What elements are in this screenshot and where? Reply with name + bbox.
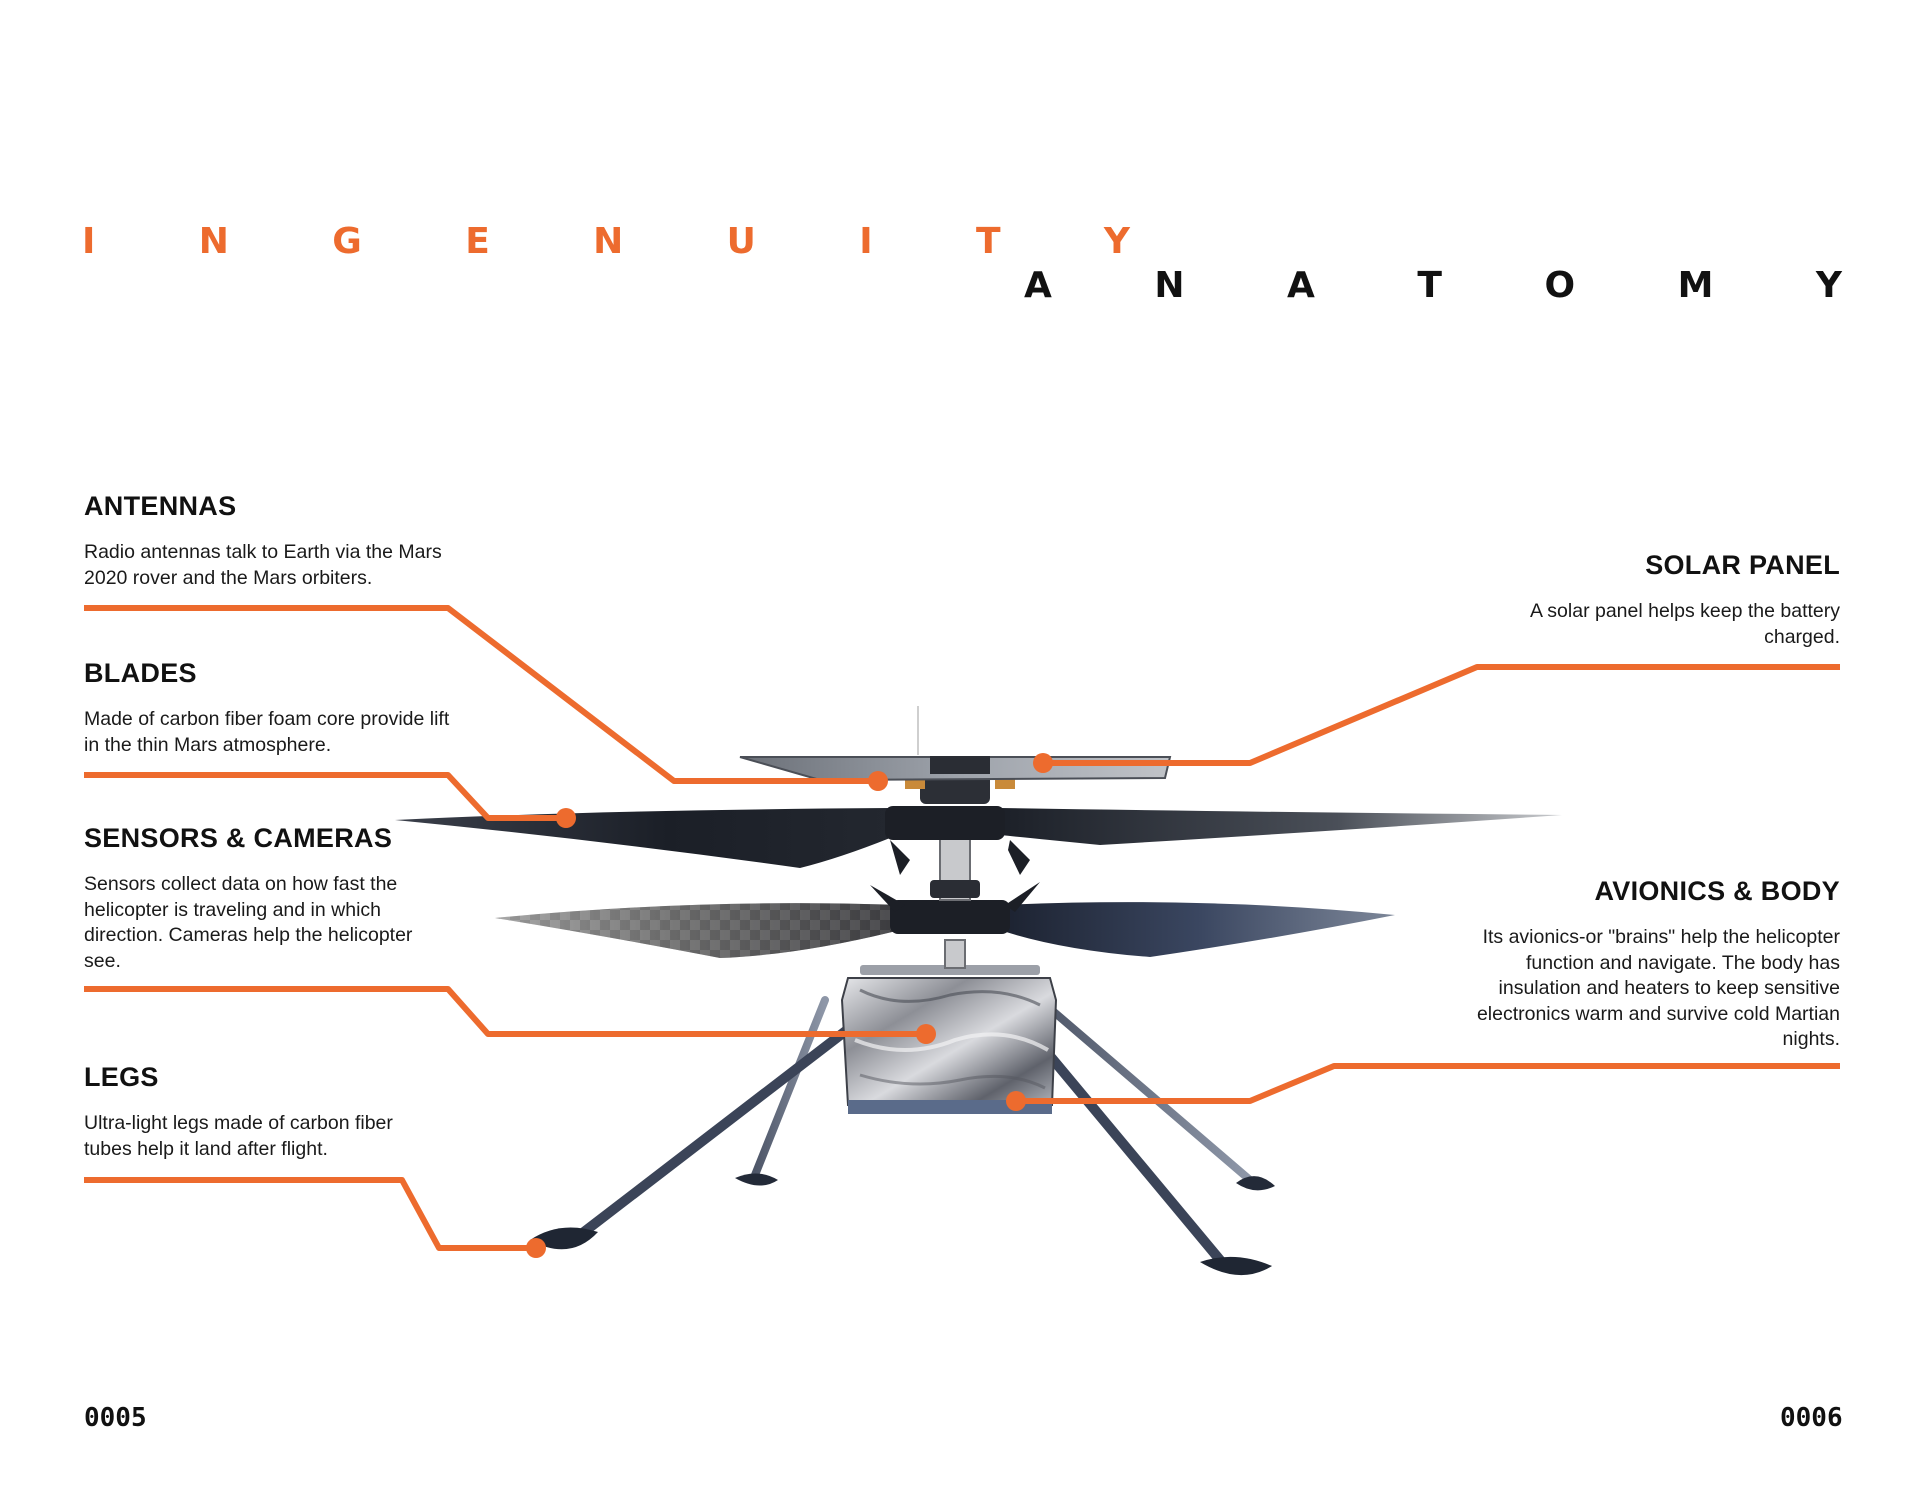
leg-back-right (1036, 996, 1254, 1184)
title-letter: N (198, 221, 229, 262)
legs (530, 996, 1275, 1276)
solar-panel (739, 706, 1172, 782)
leader-avionics (1016, 1063, 1840, 1104)
title-letter: N (1154, 265, 1185, 306)
callout-body: Its avionics-or "brains" help the helico… (1476, 926, 1840, 1050)
title-letter: Y (1103, 221, 1130, 262)
title-letter: T (976, 221, 1001, 262)
blade-upper-left (395, 808, 890, 868)
callout-heading: BLADES (84, 658, 197, 688)
title-letter: G (332, 221, 362, 262)
avionics-body (840, 965, 1058, 1114)
dot-legs (526, 1238, 546, 1258)
callout-avionics-body: AVIONICS & BODY Its avionics-or "brains"… (1460, 876, 1840, 1053)
callout-solar-panel: SOLAR PANEL A solar panel helps keep the… (1480, 550, 1840, 650)
title-letter: O (1544, 265, 1576, 306)
title-letter: A (1024, 265, 1052, 306)
title-letter: A (1287, 265, 1315, 306)
callout-heading: AVIONICS & BODY (1594, 876, 1840, 906)
leader-solar (1043, 664, 1840, 766)
leader-blades (84, 772, 566, 821)
dot-sensors (916, 1024, 936, 1044)
title-letter: T (1417, 265, 1442, 306)
blade-lower-right (1000, 902, 1395, 957)
foot-back-right (1236, 1176, 1275, 1191)
callout-blades: BLADES Made of carbon fiber foam core pr… (84, 658, 464, 758)
title-letter: Y (1815, 265, 1842, 306)
callout-body: Sensors collect data on how fast the hel… (84, 873, 413, 972)
page-number-left: 0005 (84, 1403, 147, 1433)
callout-heading: ANTENNAS (84, 491, 237, 521)
dot-avionics (1006, 1091, 1026, 1111)
leg-front-left (575, 1015, 865, 1240)
foot-back-left (735, 1173, 778, 1186)
foot-front-left (530, 1227, 598, 1250)
upper-hub (885, 806, 1005, 840)
callout-body: Made of carbon fiber foam core provide l… (84, 708, 450, 756)
dot-solar (1033, 753, 1053, 773)
callout-leaders (84, 605, 1840, 1251)
title-letter: M (1677, 265, 1714, 306)
title-letter: I (859, 221, 873, 262)
dot-antennas (868, 771, 888, 791)
callout-heading: SENSORS & CAMERAS (84, 823, 393, 853)
callout-body: Ultra-light legs made of carbon fiber tu… (84, 1112, 393, 1160)
title-letter: E (465, 221, 490, 262)
callout-dots (526, 753, 1053, 1258)
lower-rotor (495, 882, 1395, 958)
blade-upper-right (1000, 808, 1562, 845)
callout-heading: LEGS (84, 1062, 159, 1092)
page-number-right: 0006 (1780, 1403, 1843, 1433)
callout-antennas: ANTENNAS Radio antennas talk to Earth vi… (84, 491, 444, 591)
callout-body: A solar panel helps keep the battery cha… (1529, 600, 1840, 648)
dot-blades (556, 808, 576, 828)
title-letter: U (726, 221, 756, 262)
callout-legs: LEGS Ultra-light legs made of carbon fib… (84, 1062, 444, 1162)
title-letter: N (593, 221, 624, 262)
leader-legs (84, 1177, 536, 1251)
callout-heading: SOLAR PANEL (1645, 550, 1840, 580)
title-letter: I (82, 221, 96, 262)
upper-rotor (395, 770, 1562, 969)
lower-hub (890, 900, 1010, 934)
leader-sensors (84, 986, 926, 1037)
leader-antennas (84, 605, 878, 784)
leg-back-left (751, 996, 829, 1179)
callout-sensors-cameras: SENSORS & CAMERAS Sensors collect data o… (84, 823, 424, 974)
foot-front-right (1200, 1256, 1272, 1276)
callout-body: Radio antennas talk to Earth via the Mar… (84, 541, 442, 589)
